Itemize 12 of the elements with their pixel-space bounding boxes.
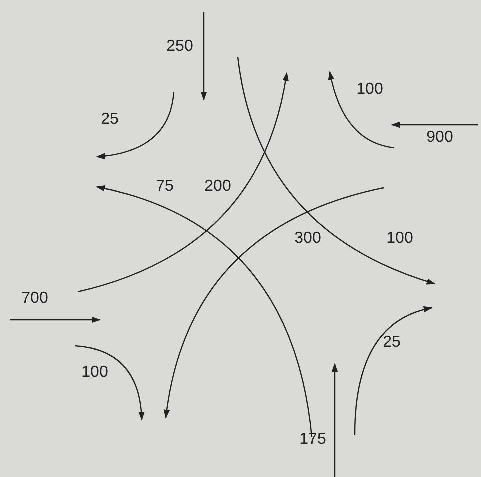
flow-volume-label: 100: [82, 365, 108, 381]
flow-volume-label: 300: [294, 231, 322, 247]
flow-volume-label: 700: [22, 291, 48, 307]
flow-volume-label: 200: [204, 179, 232, 195]
flow-volume-label: 100: [356, 82, 384, 98]
flow-volume-label: 250: [166, 39, 194, 55]
flow-volume-label: 175: [300, 432, 326, 448]
flow-volume-label: 25: [383, 335, 401, 351]
flow-volume-label: 900: [426, 130, 454, 146]
flow-volume-label: 25: [101, 112, 119, 128]
flow-volume-label: 75: [156, 179, 174, 195]
flow-volume-label: 100: [386, 231, 414, 247]
